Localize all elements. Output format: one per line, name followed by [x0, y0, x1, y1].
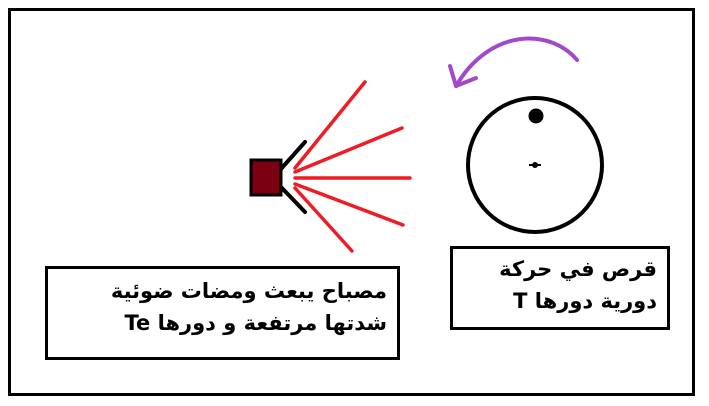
disk-marker-dot	[528, 108, 544, 124]
lamp-body	[249, 158, 283, 197]
lamp-reflector	[278, 140, 307, 214]
disk-label: قرص في حركة دورية دورها T	[450, 246, 670, 330]
lamp-label-line-1: مصباح يبعث ومضات ضوئية	[110, 279, 387, 303]
light-ray-5	[293, 186, 354, 253]
lamp-label: مصباح يبعث ومضات ضوئية شدتها مرتفعة و دو…	[45, 266, 400, 360]
light-ray-1	[293, 80, 367, 170]
rotation-arrow	[448, 36, 579, 88]
light-ray-4	[293, 182, 405, 227]
light-rays	[293, 80, 412, 253]
lamp-label-line-2: شدتها مرتفعة و دورها Te	[124, 311, 387, 335]
disk-label-line-1: قرص في حركة	[499, 257, 657, 281]
disk	[466, 96, 604, 234]
light-ray-2	[293, 126, 404, 174]
disk-label-line-2: دورية دورها T	[513, 289, 657, 313]
